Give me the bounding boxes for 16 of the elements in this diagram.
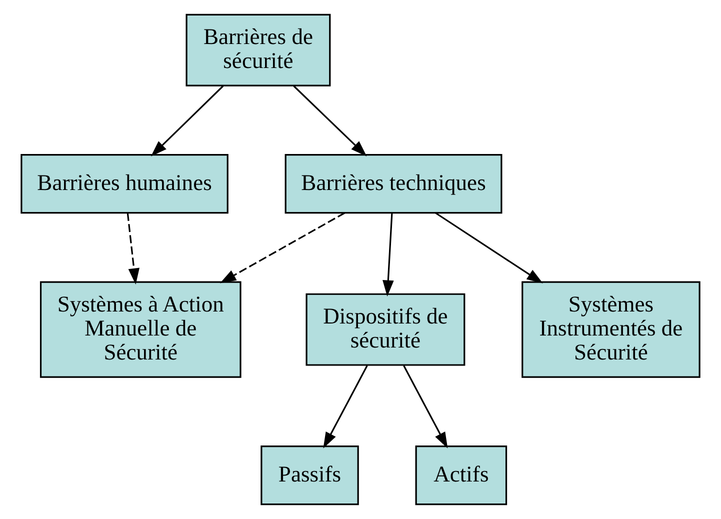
arrow [293, 85, 367, 156]
node-box: Barrières de sécurité [186, 14, 331, 86]
arrow [403, 365, 448, 448]
node-box: Systèmes à Action Manuelle de Sécurité [40, 281, 242, 378]
arrow [126, 212, 140, 284]
node-box: Barrières humaines [20, 154, 228, 214]
node-box: Systèmes Instrumentés de Sécurité [522, 281, 700, 378]
arrow [220, 212, 346, 284]
node-box: Passifs [260, 446, 359, 506]
node-box: Actifs [415, 446, 508, 506]
arrow [435, 212, 543, 284]
arrow [323, 365, 368, 448]
arrow [150, 85, 224, 156]
node-box: Dispositifs de sécurité [306, 293, 466, 366]
node-box: Barrières techniques [284, 154, 502, 214]
arrow [382, 212, 394, 296]
